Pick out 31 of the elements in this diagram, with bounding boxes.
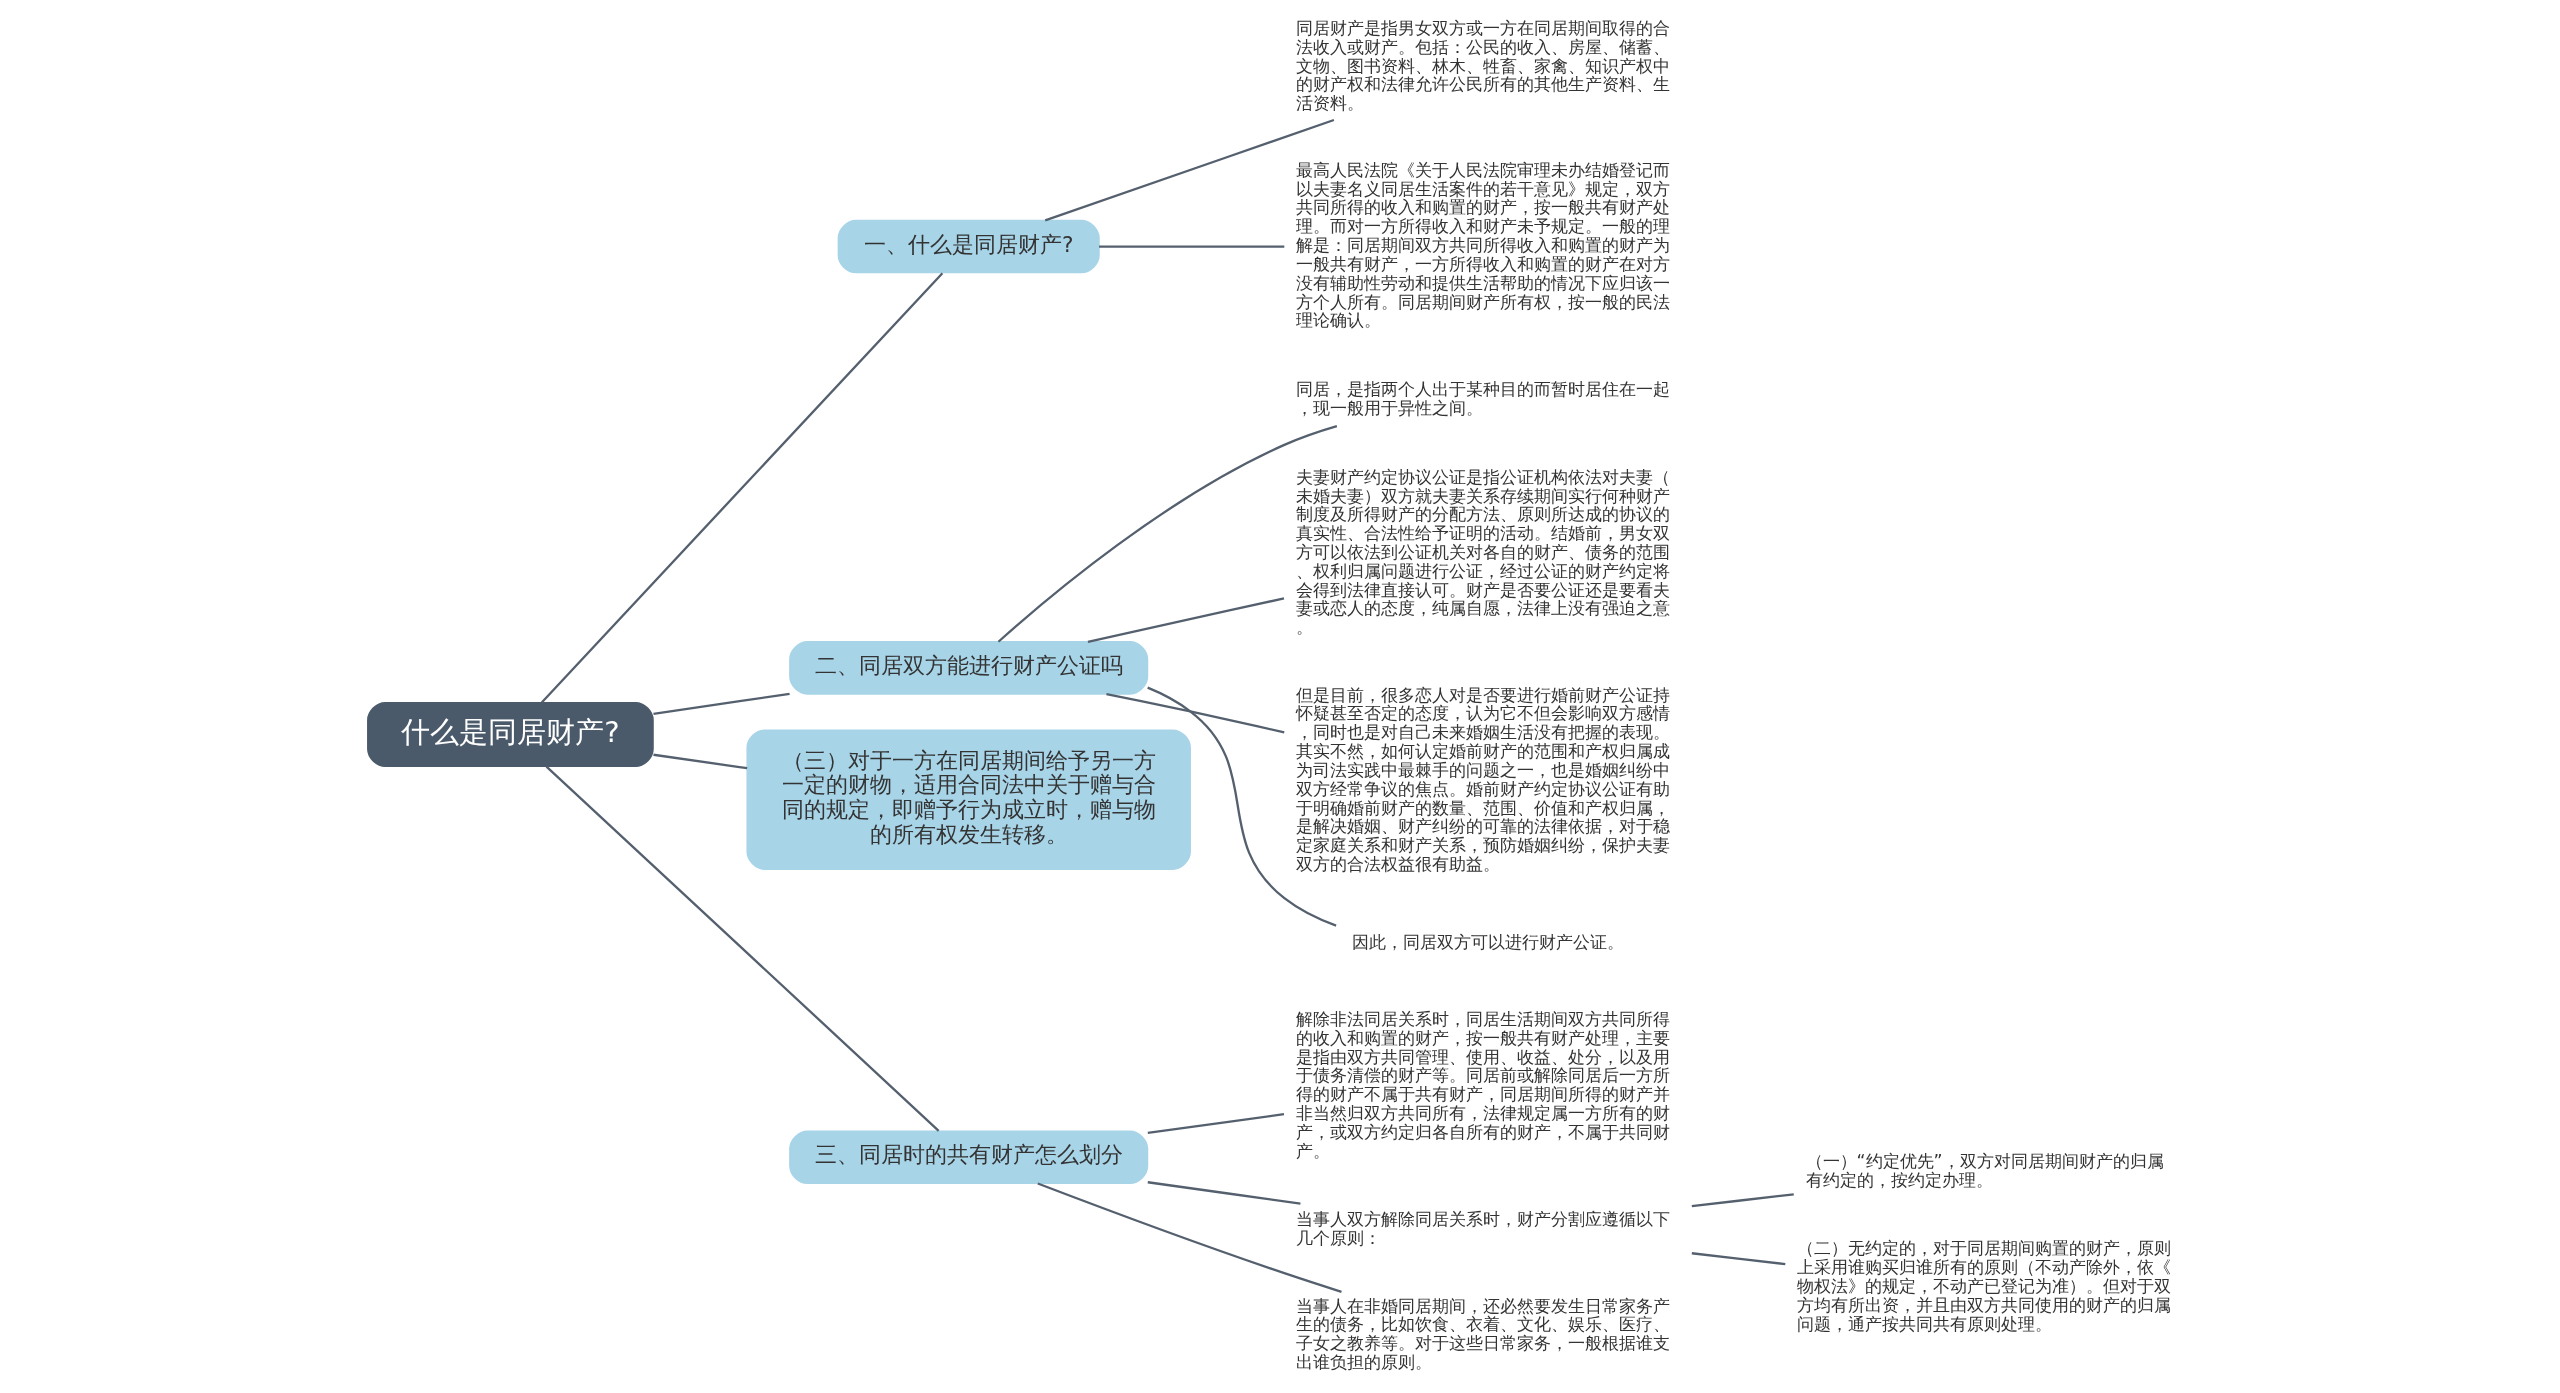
node-text: 同居，是指两个人出于某种目的而暂时居住在一起，现一般用于异性之间。 <box>1295 379 1670 418</box>
connector <box>540 272 944 704</box>
node-text: 因此，同居双方可以进行财产公证。 <box>1351 931 1624 952</box>
connector <box>1147 686 1337 927</box>
connector <box>1099 245 1285 248</box>
node-text: 同居财产是指男女双方或一方在同居期间取得的合法收入或财产。包括：公民的收入、房屋、储蓄、文物、图书资料、林木、牲畜、家禽、知识产权中的财产权和法律允许公民所有的其他生产资料、生活资料。 <box>1295 17 1670 114</box>
node-text: 解除非法同居关系时，同居生活期间双方共同所得的收入和购置的财产，按一般共有财产处理，主要是指由双方共同管理、使用、收益、处分，以及用于债务清偿的财产等。同居前或解除同居后一方所得的财产不属于共有财产，同居期间所得的财产并非当然归双方共同所有，法律规定属一方所有的财产，或双方约定归各自所有的财产，不属于共同财产。 <box>1295 1008 1670 1161</box>
node-text: 但是目前，很多恋人对是否要进行婚前财产公证持怀疑甚至否定的态度，认为它不但会影响双方感情，同时也是对自己未来婚姻生活没有把握的表现。其实不然，如何认定婚前财产的范围和产权归属成为司法实践中最棘手的问题之一，也是婚姻纠纷中双方经常争议的焦点。婚前财产约定协议公证有助于明确婚前财产的数量、范围、价值和产权归属，是解决婚姻、财产纠纷的可靠的法律依据，对于稳定家庭关系和财产关系，预防婚姻纠纷，保护夫妻双方的合法权益很有助益。 <box>1295 684 1670 875</box>
node-box: （三）对于一方在同居期间给予另一方一定的财物，适用合同法中关于赠与合同的规定，即赠予行为成立时，赠与物的所有权发生转移。 <box>746 729 1191 870</box>
node-box: 一、什么是同居财产? <box>837 219 1100 274</box>
connector <box>1037 1182 1342 1293</box>
connector <box>1691 1252 1786 1266</box>
node-text: 夫妻财产约定协议公证是指公证机构依法对夫妻（未婚夫妻）双方就夫妻关系存续期间实行何种财产制度及所得财产的分配方法、原则所达成的协议的真实性、合法性给予证明的活动。结婚前，男女双方可以依法到公证机关对各自的财产、债务的范围、权利归属问题进行公证，经过公证的财产约定将会得到法律直接认可。财产是否要公证还是要看夫妻或恋人的态度，纯属自愿，法律上没有强迫之意。 <box>1295 466 1670 638</box>
connector <box>545 765 940 1132</box>
node-text: （二）无约定的，对于同居期间购置的财产，原则上采用谁购买归谁所有的原则（不动产除外，依《物权法》的规定，不动产已登记为准）。但对于双方均有所出资，并且由双方共同使用的财产的归属问题，通产按共同共有原则处理。 <box>1796 1238 2171 1334</box>
connector <box>1106 692 1285 734</box>
node-box: 什么是同居财产? <box>367 701 654 768</box>
connector <box>1147 1113 1285 1135</box>
connector <box>1044 118 1335 222</box>
node-text: 当事人双方解除同居关系时，财产分割应遵循以下几个原则： <box>1295 1208 1670 1248</box>
node-box: 三、同居时的共有财产怎么划分 <box>789 1130 1149 1185</box>
connector <box>997 425 1338 643</box>
connector <box>653 692 790 715</box>
node-box: 二、同居双方能进行财产公证吗 <box>789 641 1149 695</box>
connector <box>1691 1193 1794 1208</box>
node-text: 当事人在非婚同居期间，还必然要发生日常家务产生的债务，比如饮食、衣着、文化、娱乐、医疗、子女之教养等。对于这些日常家务，一般根据谁支出谁负担的原则。 <box>1295 1295 1670 1373</box>
connector <box>1087 597 1285 643</box>
connector <box>1147 1181 1301 1205</box>
connector <box>653 753 748 770</box>
node-text: 最高人民法院《关于人民法院审理未办结婚登记而以夫妻名义同居生活案件的若干意见》规定，双方共同所得的收入和购置的财产，按一般共有财产处理。而对一方所得收入和财产未予规定。一般的理解是：同居期间双方共同所得收入和购置的财产为一般共有财产，一方所得收入和购置的财产在对方没有辅助性劳动和提供生活帮助的情况下应归该一方个人所有。同居期间财产所有权，按一般的民法理论确认。 <box>1295 159 1670 331</box>
node-text: （一）“约定优先”，双方对同居期间财产的归属有约定的，按约定办理。 <box>1805 1150 2164 1190</box>
